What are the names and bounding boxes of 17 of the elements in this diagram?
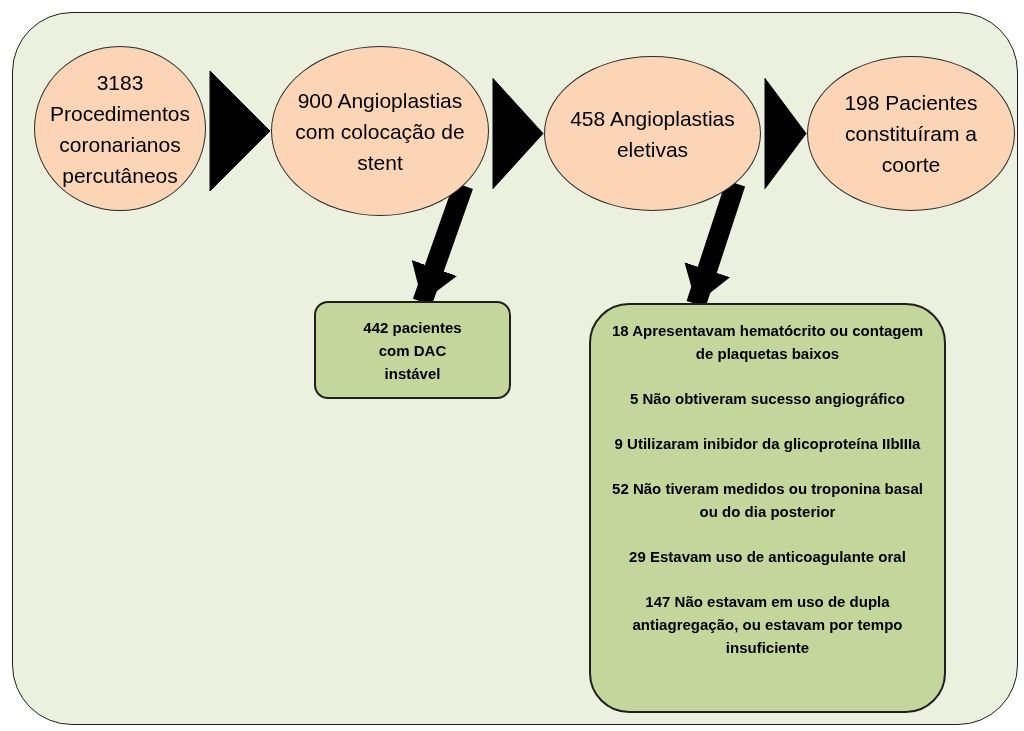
node-text: 9 Utilizaram inibidor da glicoproteína IIbIIIa	[614, 434, 921, 454]
node-text: 900 Angioplastias com colocação de stent	[294, 87, 466, 176]
chevron-arrow	[492, 78, 544, 189]
node-text: 442 pacientes com DAC instável	[362, 317, 463, 384]
node-text: 52 Não tiveram medidos ou troponina basal ou do dia posterior	[611, 479, 924, 522]
chevron-arrow	[209, 70, 271, 192]
node-text: 5 Não obtiveram sucesso angiográfico	[629, 389, 906, 409]
node-text: 147 Não estavam em uso de dupla antiagregação, ou estavam por tempo insuficiente	[631, 592, 904, 658]
panel-background	[12, 12, 1018, 725]
node-text: 29 Estavam uso de anticoagulante oral	[629, 547, 906, 567]
exclusion-list-box	[589, 303, 946, 713]
node-text: 18 Apresentavam hematócrito ou contagem de plaquetas baixos	[610, 321, 925, 364]
node-text: 458 Angioplastias eletivas	[569, 105, 736, 163]
node-text: 198 Pacientes constituíram a coorte	[843, 90, 979, 178]
node-text: 3183 Procedimentos coronarianos percutâneos	[48, 69, 192, 189]
exclusion-box	[314, 301, 511, 399]
chevron-arrow	[764, 78, 807, 189]
